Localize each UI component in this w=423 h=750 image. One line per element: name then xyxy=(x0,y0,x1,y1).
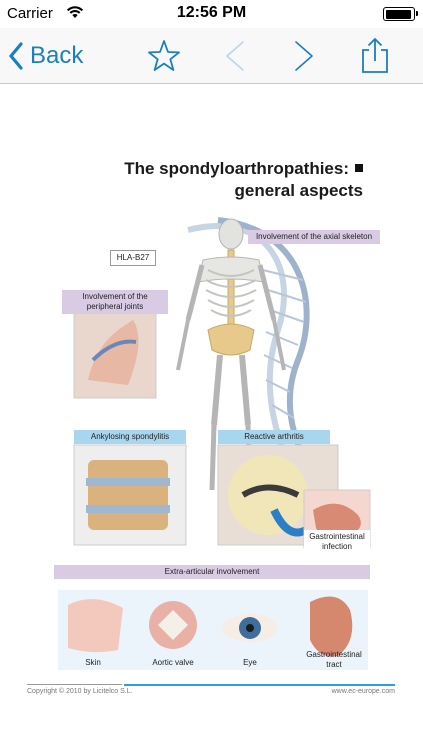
gi-tract-line1: Gastrointestinal xyxy=(306,650,362,659)
spondyloarthropathies-illustration: Involvement of the axial skeleton HLA-B2… xyxy=(38,210,388,670)
chevron-left-icon xyxy=(9,42,23,70)
gi-tract-line2: tract xyxy=(326,660,342,669)
favorite-button[interactable] xyxy=(146,38,182,74)
footer-divider-blue xyxy=(124,684,395,686)
gi-infection-line2: infection xyxy=(322,542,352,551)
slide-title: The spondyloarthropathies: general aspec… xyxy=(124,158,363,202)
website-text: www.ec-europe.com xyxy=(331,688,395,695)
navigation-bar: Back xyxy=(0,28,423,84)
gi-infection-line1: Gastrointestinal xyxy=(309,532,365,541)
footer-divider-grey xyxy=(27,684,122,685)
back-button[interactable]: Back xyxy=(8,38,83,74)
eye-label: Eye xyxy=(243,658,257,667)
next-page-button[interactable] xyxy=(290,38,318,74)
slide-page: The spondyloarthropathies: general aspec… xyxy=(0,85,423,750)
peripheral-label-line1: Involvement of the xyxy=(82,292,148,301)
peripheral-label-line2: peripheral joints xyxy=(86,302,144,311)
status-bar: Carrier 12:56 PM xyxy=(0,0,423,28)
share-button[interactable] xyxy=(357,36,393,76)
ankylosing-spondylitis-image xyxy=(73,444,187,546)
skin-label: Skin xyxy=(85,658,101,667)
star-icon xyxy=(148,40,180,71)
carrier-label: Carrier xyxy=(7,5,53,22)
bullet-square-icon xyxy=(355,163,363,172)
slide-title-line2: general aspects xyxy=(234,181,363,200)
battery-icon xyxy=(383,7,418,21)
wifi-icon xyxy=(66,6,84,18)
reactive-arthritis-label: Reactive arthritis xyxy=(218,430,330,444)
extra-articular-label: Extra-articular involvement xyxy=(54,565,370,579)
back-label: Back xyxy=(30,42,84,69)
previous-page-button[interactable] xyxy=(221,38,249,74)
reactive-arthritis-image xyxy=(217,444,339,546)
gastrointestinal-infection-label: Gastrointestinal infection xyxy=(304,530,370,554)
chevron-left-icon xyxy=(226,41,244,71)
medical-illustration xyxy=(58,217,371,670)
peripheral-joints-image xyxy=(73,309,157,399)
extra-articular-images xyxy=(58,590,368,670)
slide-title-line1: The spondyloarthropathies: xyxy=(124,159,349,178)
aortic-valve-label: Aortic valve xyxy=(152,658,194,667)
hla-b27-label: HLA-B27 xyxy=(110,250,156,266)
peripheral-joints-label: Involvement of the peripheral joints xyxy=(62,290,168,314)
copyright-text: Copyright © 2010 by Licitelco S.L. xyxy=(27,688,133,695)
gastrointestinal-tract-label: Gastrointestinal tract xyxy=(296,648,372,672)
share-icon xyxy=(362,38,388,73)
chevron-right-icon xyxy=(295,41,313,71)
axial-skeleton-label: Involvement of the axial skeleton xyxy=(248,230,380,244)
ankylosing-spondylitis-label: Ankylosing spondylitis xyxy=(74,430,186,444)
status-time: 12:56 PM xyxy=(176,4,247,21)
